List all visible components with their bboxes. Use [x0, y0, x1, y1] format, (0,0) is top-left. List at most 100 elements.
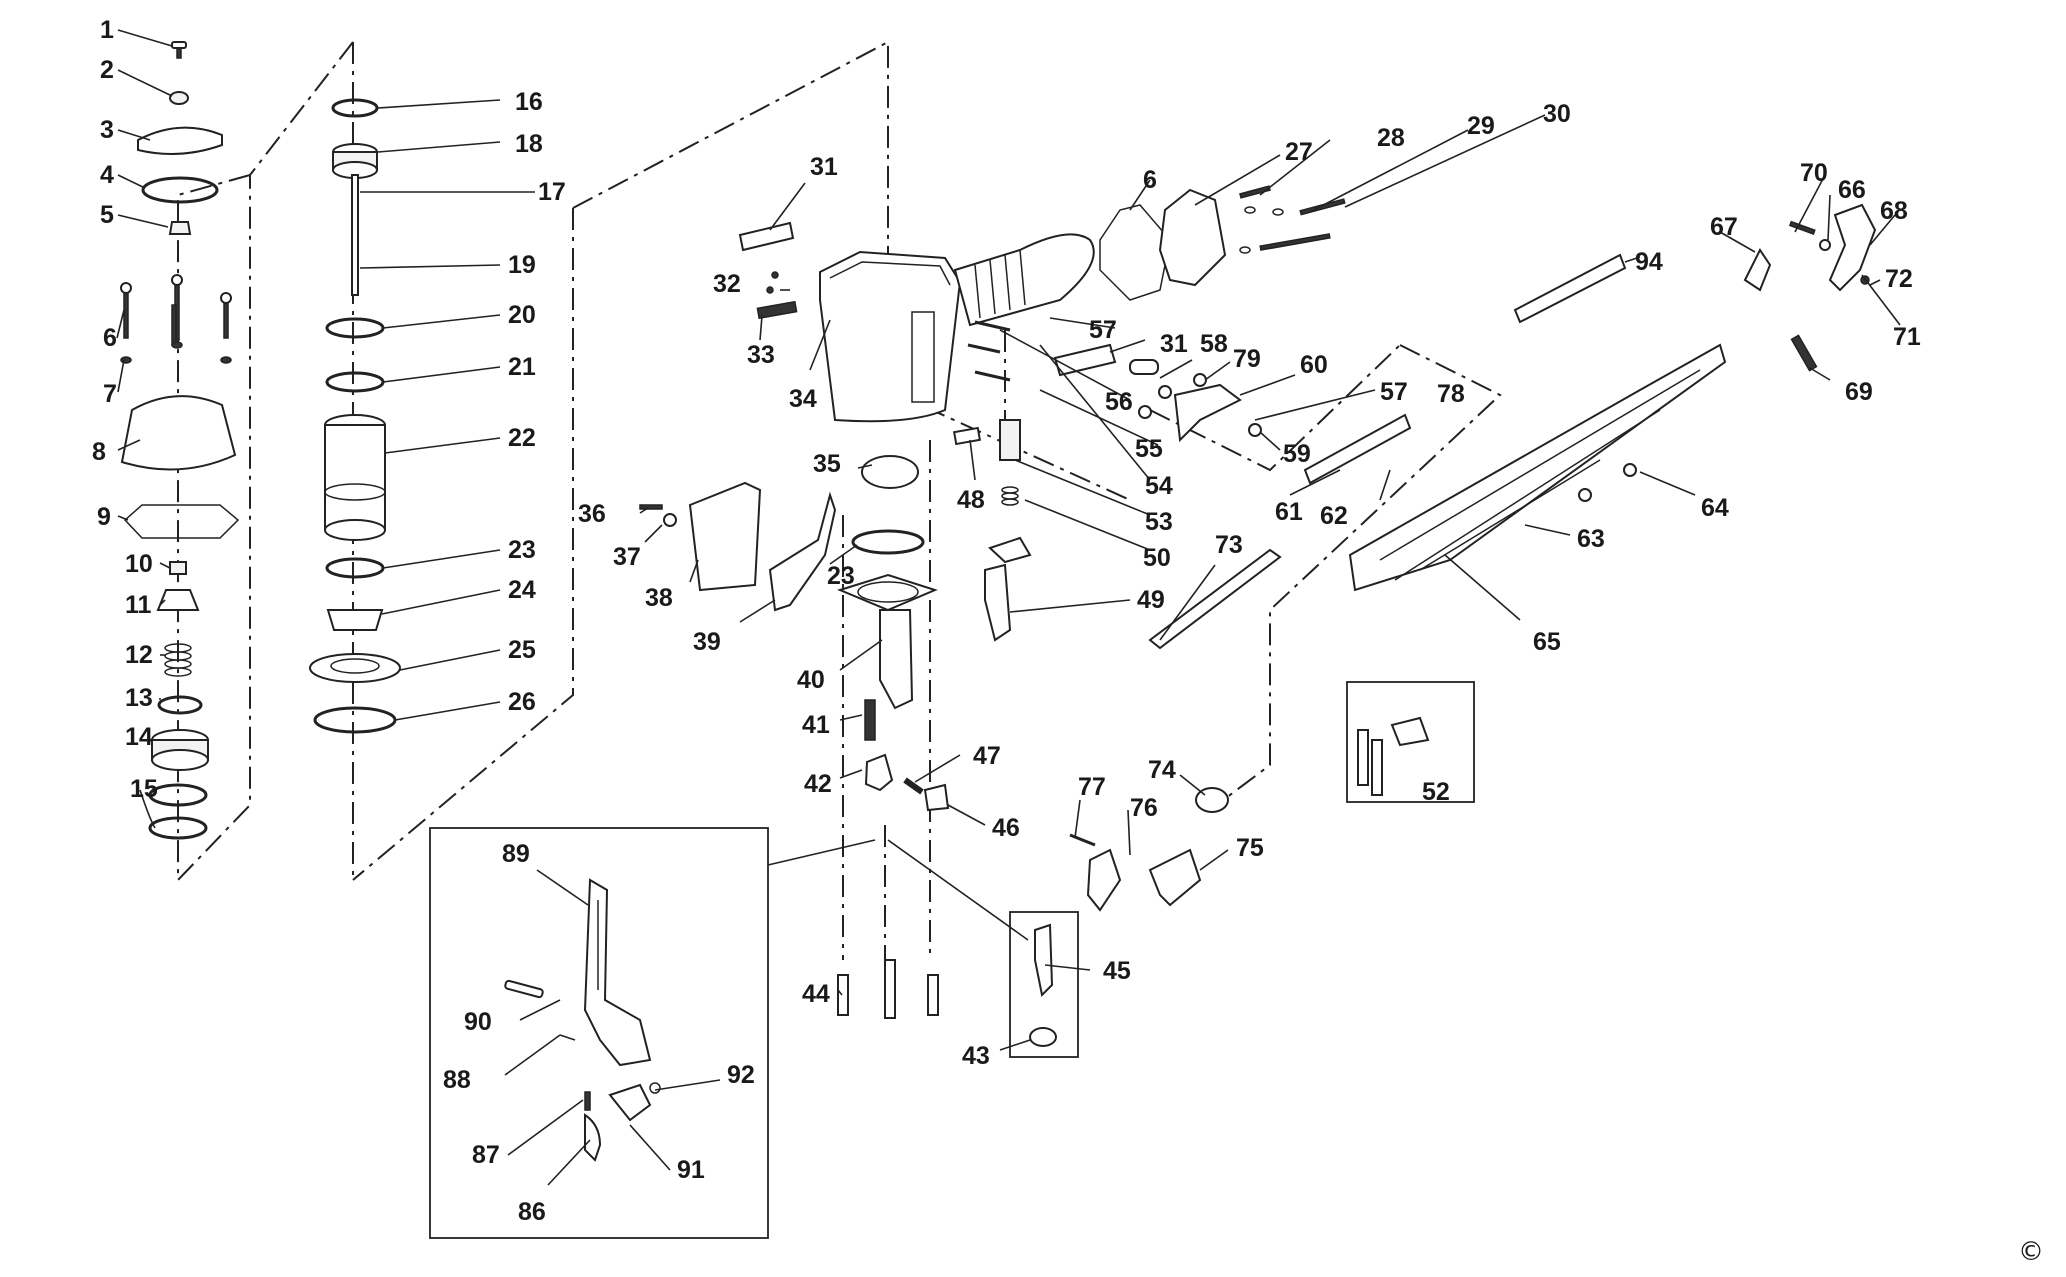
part-27-end-cap [1158, 188, 1227, 287]
callout-labels: 1 2 3 4 5 6 7 8 9 10 11 12 13 14 15 16 1… [92, 16, 2044, 1267]
part-7-washers [120, 341, 232, 364]
part-73-rail [1148, 548, 1282, 650]
part-74-75-trigger-assembly [1086, 787, 1229, 912]
callout-34: 34 [789, 385, 817, 413]
callout-68: 68 [1880, 197, 1908, 225]
callout-1: 1 [100, 16, 114, 44]
callout-67: 67 [1710, 213, 1738, 241]
part-10-nut [169, 561, 187, 575]
callout-73: 73 [1215, 531, 1243, 559]
callout-49: 49 [1137, 586, 1165, 614]
callout-66: 66 [1838, 176, 1866, 204]
part-17-19-driver-blade [351, 174, 359, 296]
callout-38: 38 [645, 584, 673, 612]
callout-61: 61 [1275, 498, 1303, 526]
part-35-bumper [861, 455, 919, 489]
callout-74: 74 [1148, 756, 1176, 784]
callout-27: 27 [1285, 138, 1313, 166]
part-15-o-ring-b [148, 816, 208, 840]
part-23-o-ring [325, 557, 385, 579]
callout-6: 6 [103, 324, 117, 352]
callout-23b: 23 [827, 562, 855, 590]
callout-40: 40 [797, 666, 825, 694]
part-34-housing-window [911, 311, 935, 403]
callout-20: 20 [508, 301, 536, 329]
part-41-spring [864, 699, 876, 741]
callout-35: 35 [813, 450, 841, 478]
callout-4: 4 [100, 161, 114, 189]
part-94-strip [1513, 253, 1627, 324]
callout-24: 24 [508, 576, 536, 604]
callout-58: 58 [1200, 330, 1228, 358]
part-58-79-bushings [1129, 359, 1207, 399]
part-6-bolts [120, 274, 232, 346]
callout-36: 36 [578, 500, 606, 528]
callout-6b: 6 [1143, 166, 1157, 194]
copyright-mark: © [2018, 1237, 2044, 1267]
handle-ribs [974, 249, 1026, 319]
callout-10: 10 [125, 550, 153, 578]
callout-5: 5 [100, 201, 114, 229]
callout-91: 91 [677, 1156, 705, 1184]
callout-44: 44 [802, 980, 830, 1008]
callout-71: 71 [1893, 323, 1921, 351]
part-46-latch [923, 783, 950, 812]
part-2-nut [169, 91, 189, 105]
callout-94: 94 [1635, 248, 1663, 276]
housing-handle-assembly [639, 185, 1346, 1019]
callout-53: 53 [1145, 508, 1173, 536]
callout-25: 25 [508, 636, 536, 664]
part-22-cylinder [324, 414, 386, 541]
part-14-piston-valve [151, 729, 209, 771]
callout-13: 13 [125, 684, 153, 712]
part-12-spring [164, 643, 192, 677]
part-38-guard [688, 481, 762, 592]
part-39-bracket [768, 491, 837, 612]
part-1-screw [171, 41, 187, 59]
part-48-53-valve-parts [952, 419, 1021, 506]
callout-30: 30 [1543, 100, 1571, 128]
part-34-housing [819, 250, 962, 423]
part-61-strip [1303, 413, 1412, 485]
callout-57b: 57 [1380, 378, 1408, 406]
callout-70: 70 [1800, 159, 1828, 187]
callout-46: 46 [992, 814, 1020, 842]
callout-55: 55 [1135, 435, 1163, 463]
callout-39: 39 [693, 628, 721, 656]
part-69-spring [1790, 334, 1818, 372]
callout-3: 3 [100, 116, 114, 144]
part-11-valve [156, 589, 200, 611]
part-29-washers [1239, 206, 1284, 254]
callout-75: 75 [1236, 834, 1264, 862]
callout-77: 77 [1078, 773, 1106, 801]
callout-19: 19 [508, 251, 536, 279]
part-47-spring [903, 777, 924, 795]
callout-78: 78 [1437, 380, 1465, 408]
part-60-link [1173, 383, 1242, 443]
callout-11: 11 [125, 591, 152, 619]
callout-50: 50 [1143, 544, 1171, 572]
callout-12: 12 [125, 641, 153, 669]
part-63-64-screws [1578, 463, 1637, 502]
part-18-piston [332, 143, 378, 179]
callout-17: 17 [538, 178, 566, 206]
cap-assembly [120, 41, 240, 840]
callout-26: 26 [508, 688, 536, 716]
callout-47: 47 [973, 742, 1001, 770]
part-49-trigger-block [984, 563, 1012, 642]
part-25-base [309, 653, 401, 683]
callout-86: 86 [518, 1198, 546, 1226]
callout-16: 16 [515, 88, 543, 116]
callout-43: 43 [962, 1042, 990, 1070]
callout-31b: 31 [1160, 330, 1188, 358]
callout-21: 21 [508, 353, 536, 381]
callout-15: 15 [130, 775, 158, 803]
part-24-bumper [326, 609, 384, 631]
callout-33: 33 [747, 341, 775, 369]
inset-box-driver-detail [429, 827, 769, 1239]
callout-54: 54 [1145, 472, 1173, 500]
callout-64: 64 [1701, 494, 1729, 522]
part-26-o-ring [313, 706, 397, 734]
callout-42: 42 [804, 770, 832, 798]
callout-41: 41 [802, 711, 830, 739]
